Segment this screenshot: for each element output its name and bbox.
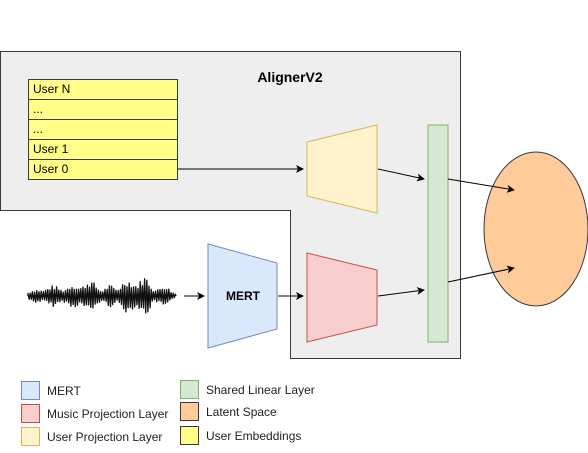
legend-label: MERT — [47, 383, 81, 398]
user-embedding-row — [28, 99, 178, 120]
user-embedding-label: ... — [33, 102, 43, 116]
mert-block — [207, 243, 278, 349]
arrow-shared-to-latent-lower — [447, 265, 515, 283]
legend-item-user-embeddings: User Embeddings — [180, 426, 301, 445]
legend-item-latent-space: Latent Space — [180, 402, 277, 421]
legend-label: Music Projection Layer — [47, 406, 169, 421]
user-embedding-label: User 1 — [33, 142, 69, 156]
user-embedding-row — [28, 159, 178, 180]
legend-swatch — [180, 402, 199, 421]
legend-label: Latent Space — [206, 404, 277, 419]
legend-swatch — [21, 381, 40, 400]
user-projection-layer — [306, 124, 378, 214]
shared-linear-layer — [427, 124, 449, 343]
legend-item-mert: MERT — [21, 381, 81, 400]
user-embeddings-stack: User N ... ... User 1 User 0 — [28, 79, 178, 180]
legend-swatch — [21, 404, 40, 423]
user-embedding-label: User N — [33, 82, 70, 96]
legend-label: User Projection Layer — [47, 429, 163, 444]
legend-swatch — [21, 427, 40, 446]
user-embedding-label: ... — [33, 122, 43, 136]
music-projection-layer — [306, 252, 378, 343]
legend-item-shared-linear: Shared Linear Layer — [180, 380, 315, 399]
legend-label: Shared Linear Layer — [206, 382, 315, 397]
arrow-user-projection-to-shared — [377, 168, 425, 182]
waveform-icon — [27, 278, 177, 314]
arrow-shared-to-latent-upper — [447, 178, 515, 193]
latent-space — [483, 151, 588, 307]
legend-swatch — [180, 426, 199, 445]
arrow-music-projection-to-shared — [377, 286, 425, 297]
legend-swatch — [180, 380, 199, 399]
legend-item-user-projection: User Projection Layer — [21, 427, 162, 446]
user-embedding-row — [28, 119, 178, 140]
legend-item-music-projection: Music Projection Layer — [21, 404, 168, 423]
mert-label: MERT — [226, 289, 261, 303]
user-embedding-label: User 0 — [33, 162, 69, 176]
legend-label: User Embeddings — [206, 428, 302, 443]
container-title: AlignerV2 — [257, 69, 323, 85]
